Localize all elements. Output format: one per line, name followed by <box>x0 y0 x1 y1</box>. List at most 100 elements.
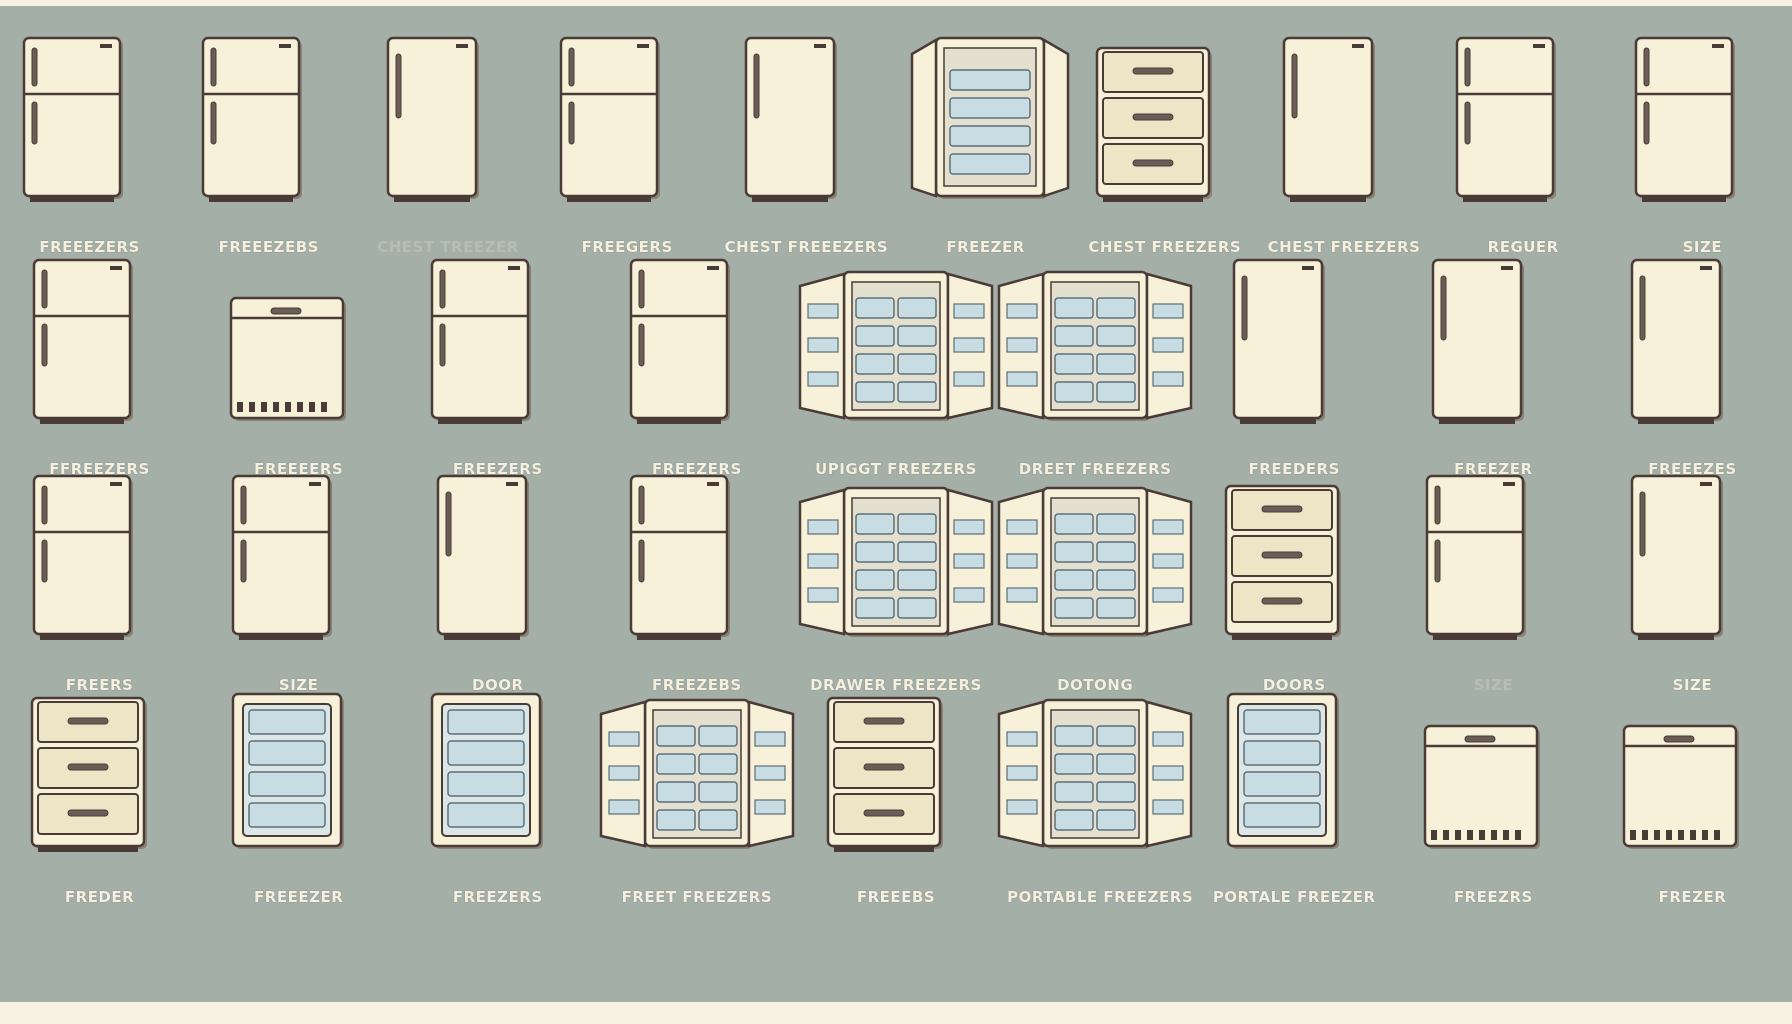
freezer-shelf-bin <box>1054 541 1094 563</box>
brand-badge <box>308 482 321 486</box>
freezer-tile: PORTABLE FREEZERS <box>997 680 1193 912</box>
freezer-tile: FREEZEBS <box>609 468 785 700</box>
door-bin <box>807 337 839 353</box>
grille-slot <box>1690 830 1697 840</box>
freezer-tile: FREDER <box>12 680 188 912</box>
grille-slot <box>1666 830 1673 840</box>
grille-slot <box>1714 830 1721 840</box>
brand-badge <box>507 266 520 270</box>
base-vent <box>437 418 522 424</box>
door-handle <box>240 539 247 583</box>
grille-slot <box>1630 830 1637 840</box>
grille-slot <box>1479 830 1486 840</box>
freezer-label: FREEGERS <box>581 238 673 256</box>
freezer-illustration <box>32 258 133 424</box>
door-handle <box>41 269 48 309</box>
door-handle <box>41 485 48 525</box>
freezer-label: FREEDERS <box>1248 460 1340 478</box>
brand-badge <box>99 44 112 48</box>
freezer-shelf-bin <box>1054 809 1094 831</box>
door-handle <box>1643 47 1650 87</box>
freezer-shelf-bin <box>247 771 326 797</box>
grille-slot <box>260 402 267 412</box>
door-bin <box>953 519 985 535</box>
door-bin <box>1152 731 1184 747</box>
freezer-label: FREEEERS <box>254 460 344 478</box>
freezer-label: DOOR <box>472 676 524 694</box>
freezer-label: FREEEZES <box>1648 460 1737 478</box>
freezer-shelf-bin <box>1096 753 1136 775</box>
freezer-tile: CHEST TREEZER <box>360 30 536 262</box>
base-vent <box>208 196 293 202</box>
cabinet <box>231 474 330 636</box>
freezer-shelf-bin <box>1054 353 1094 375</box>
cabinet <box>1635 36 1734 198</box>
freezer-tile: FREEZERS <box>410 680 586 912</box>
drawer-handle <box>270 307 302 315</box>
freezer-illustration <box>1623 724 1740 849</box>
door-bin <box>953 587 985 603</box>
door-handle <box>568 101 575 145</box>
freezer-tile: FREEZRS <box>1405 680 1581 912</box>
grille-slot <box>248 402 255 412</box>
freezer-label: FREERS <box>65 676 134 694</box>
brand-badge <box>1700 482 1713 486</box>
freezer-tile: CHEST FREEZERS <box>1256 30 1432 262</box>
brand-badge <box>278 44 291 48</box>
freezer-shelf-bin <box>1096 597 1136 619</box>
freezer-shelf-bin <box>948 97 1031 119</box>
base-vent <box>636 634 721 640</box>
brand-badge <box>706 482 719 486</box>
base-vent <box>1638 634 1715 640</box>
brand-badge <box>1700 266 1713 270</box>
base-vent <box>1290 196 1366 202</box>
freezer-shelf-bin <box>698 753 738 775</box>
freezer-tile: DRAWER FREEZERS <box>798 468 994 700</box>
base-vent <box>1102 196 1203 202</box>
base-vent <box>1433 634 1518 640</box>
freezer-tile: FREEEZER <box>211 680 387 912</box>
door-bin <box>953 371 985 387</box>
freezer-tile: CHEST FREEEZERS <box>718 30 894 262</box>
door-handle <box>1241 275 1248 341</box>
right-open-door <box>1042 37 1069 198</box>
door-bin <box>1152 371 1184 387</box>
cabinet <box>32 258 131 420</box>
freezer-illustration <box>599 698 795 849</box>
freezer-tile: FREEGERS <box>539 30 715 262</box>
freezer-shelf-bin <box>698 725 738 747</box>
freezer-tile: SIZE <box>1405 468 1581 700</box>
freezer-illustration <box>1226 692 1340 849</box>
freezer-label: FREEZERS <box>452 460 543 478</box>
freezer-tile: FREEEZES <box>1604 252 1780 484</box>
freezer-shelf-bin <box>447 740 525 766</box>
freezer-label: PORTALE FREEZER <box>1212 888 1376 906</box>
freezer-illustration <box>826 696 943 852</box>
door-bin <box>1152 519 1184 535</box>
grille-slot <box>320 402 327 412</box>
grille-slot <box>1702 830 1709 840</box>
freezer-illustration <box>30 696 147 852</box>
freezer-shelf-bin <box>855 569 895 591</box>
freezer-shelf-bin <box>656 725 696 747</box>
door-handle <box>210 47 217 87</box>
grille-slot <box>296 402 303 412</box>
drawer-handle <box>67 809 109 817</box>
grille-slot <box>1467 830 1474 840</box>
freezer-illustration <box>1432 258 1525 424</box>
grille-slot <box>1443 830 1450 840</box>
door-bin <box>1006 765 1038 781</box>
cabinet <box>32 474 131 636</box>
freezer-tile: FREEZERS <box>609 252 785 484</box>
freezer-illustration <box>231 692 344 849</box>
freezer-label: CHEST FREEEZERS <box>724 238 889 256</box>
drawer-handle <box>1261 505 1303 513</box>
freezer-shelf-bin <box>855 541 895 563</box>
freezer-tile: DOOR <box>410 468 586 700</box>
base-vent <box>238 634 323 640</box>
freezer-tile: FREET FREEZERS <box>599 680 795 912</box>
freezer-tile: REGUER <box>1435 30 1611 262</box>
cabinet <box>559 36 659 198</box>
freezer-tile: FREEEBS <box>808 680 984 912</box>
door-bin <box>1152 303 1184 319</box>
